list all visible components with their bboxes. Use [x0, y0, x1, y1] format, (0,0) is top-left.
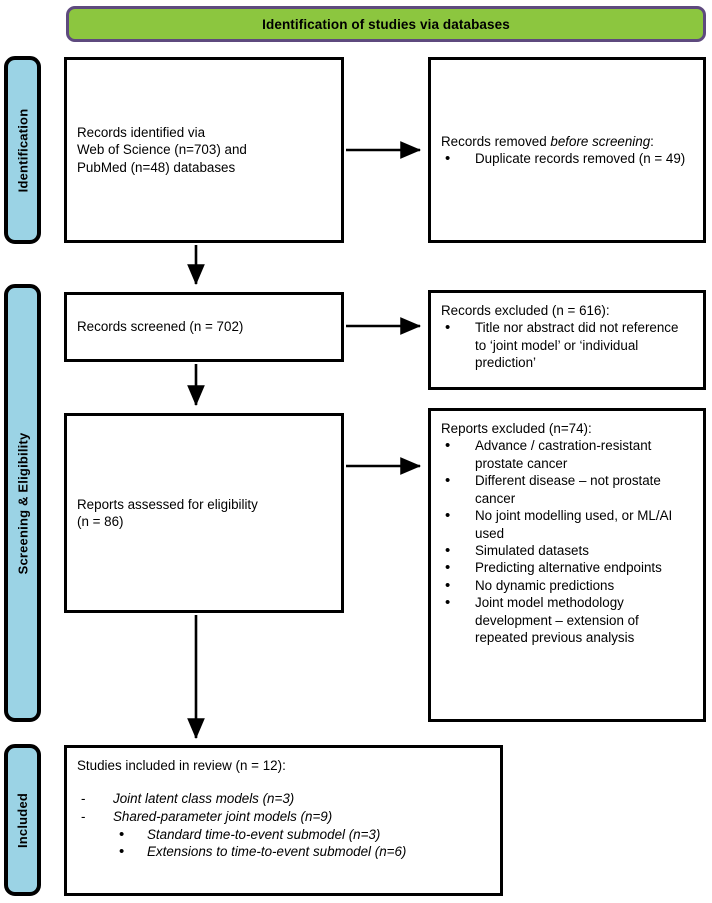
list-item: Different disease – not prostate cancer: [441, 471, 693, 507]
stage-label-identification: Identification: [15, 108, 31, 192]
stage-label-screening-eligibility: Screening & Eligibility: [15, 432, 31, 574]
records-removed-heading-italic: before screening: [550, 133, 651, 149]
box-studies-included-in-review: Studies included in review (n = 12): Joi…: [64, 745, 503, 896]
list-item: Joint model methodology development – ex…: [441, 593, 693, 646]
records-screened-line-1: Records screened (n = 702): [77, 319, 244, 335]
box-reports-assessed-for-eligibility: Reports assessed for eligibility (n = 86…: [64, 413, 344, 613]
list-item: Predicting alternative endpoints: [441, 558, 693, 578]
records-excluded-bullet-list: Title nor abstract did not reference to …: [441, 318, 693, 371]
records-excluded-heading: Records excluded (n = 616):: [441, 303, 610, 318]
list-item: Extensions to time-to-event submodel (n=…: [77, 843, 490, 862]
box-records-removed-before-screening: Records removed before screening: Duplic…: [428, 57, 706, 243]
reports-assessed-line-1: Reports assessed for eligibility: [77, 496, 258, 512]
records-removed-heading-post: :: [650, 133, 654, 149]
box-reports-excluded: Reports excluded (n=74): Advance / castr…: [428, 408, 706, 722]
studies-included-heading: Studies included in review (n = 12):: [77, 758, 286, 773]
list-item: Advance / castration-resistant prostate …: [441, 436, 693, 472]
list-item: Standard time-to-event submodel (n=3): [77, 825, 490, 844]
banner-title: Identification of studies via databases: [262, 16, 510, 32]
studies-included-subbullet-list: Standard time-to-event submodel (n=3) Ex…: [77, 825, 490, 862]
stage-sidebar-screening-eligibility: Screening & Eligibility: [4, 284, 41, 722]
records-removed-bullet-list: Duplicate records removed (n = 49): [441, 149, 693, 169]
studies-included-dash-list: Joint latent class models (n=3) Shared-p…: [77, 790, 490, 825]
records-identified-line-1: Records identified via: [77, 124, 206, 140]
records-removed-heading: Records removed before screening:: [441, 133, 693, 150]
banner-identification-via-databases: Identification of studies via databases: [66, 6, 706, 42]
list-item: Title nor abstract did not reference to …: [441, 318, 693, 371]
stage-sidebar-included: Included: [4, 744, 41, 896]
records-removed-heading-pre: Records removed: [441, 133, 551, 149]
reports-excluded-bullet-list: Advance / castration-resistant prostate …: [441, 436, 693, 646]
box-records-excluded: Records excluded (n = 616): Title nor ab…: [428, 290, 706, 390]
box-records-screened: Records screened (n = 702): [64, 292, 344, 362]
box-records-identified: Records identified via Web of Science (n…: [64, 57, 344, 243]
records-identified-line-3: PubMed (n=48) databases: [77, 159, 236, 175]
stage-sidebar-identification: Identification: [4, 56, 41, 244]
reports-excluded-heading: Reports excluded (n=74):: [441, 421, 592, 436]
records-identified-line-2: Web of Science (n=703) and: [77, 142, 247, 158]
list-item: No dynamic predictions: [441, 576, 693, 596]
list-item: Simulated datasets: [441, 541, 693, 561]
stage-label-included: Included: [15, 792, 30, 848]
list-item: Joint latent class models (n=3): [77, 790, 490, 808]
list-item: Duplicate records removed (n = 49): [441, 149, 693, 169]
list-item: Shared-parameter joint models (n=9): [77, 808, 490, 826]
reports-assessed-line-2: (n = 86): [77, 514, 124, 529]
list-item: No joint modelling used, or ML/AI used: [441, 506, 693, 542]
